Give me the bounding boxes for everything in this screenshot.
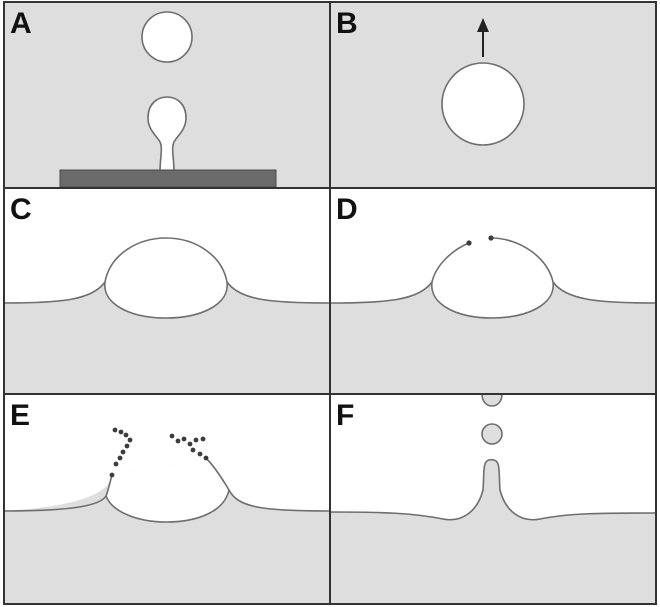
air-region: [4, 394, 329, 511]
panel-label-e: E: [10, 399, 30, 432]
liquid-surface-left: [3, 474, 113, 512]
droplet: [123, 432, 129, 438]
droplet: [181, 436, 187, 442]
substrate-plate: [59, 169, 277, 188]
panel-label-c: C: [10, 193, 32, 226]
liquid-surface-left: [330, 242, 470, 304]
droplet: [193, 437, 199, 443]
bubble-cap: [431, 238, 554, 318]
rupture-edge-left: [466, 240, 472, 246]
panel-label-f: F: [336, 399, 354, 432]
rupture-edge-right: [488, 235, 494, 241]
air-region: [331, 394, 656, 520]
panel-label-b: B: [336, 7, 358, 40]
forming-bubble-neck: [147, 96, 187, 173]
liquid-surface-right: [205, 457, 330, 512]
liquid-surface-jet: [330, 458, 657, 521]
air-region: [4, 188, 329, 303]
droplet: [203, 455, 209, 461]
droplet: [117, 455, 123, 461]
droplet: [169, 433, 175, 439]
detached-bubble: [141, 11, 193, 63]
cavity: [107, 458, 229, 522]
droplet: [120, 449, 126, 455]
bubble-bottom: [104, 281, 228, 319]
panel-a: A: [10, 7, 277, 188]
rising-bubble: [441, 62, 525, 146]
droplet: [118, 429, 124, 435]
droplet: [190, 447, 196, 453]
droplet: [113, 461, 119, 467]
droplet: [187, 441, 193, 447]
panel-e: E: [3, 394, 330, 523]
bubble-bottom: [431, 281, 554, 319]
bubble-cap: [104, 238, 228, 318]
figure-frame: [3, 1, 657, 605]
panel-c: C: [3, 188, 330, 319]
liquid-surface: [3, 237, 330, 304]
droplet: [127, 437, 133, 443]
droplet: [124, 443, 130, 449]
jet-drop: [481, 423, 503, 445]
film-droplets: [109, 427, 209, 478]
panel-f: F: [330, 393, 657, 521]
panel-label-a: A: [10, 7, 32, 40]
droplet: [112, 427, 118, 433]
droplet: [175, 438, 181, 444]
cavity-bottom: [105, 489, 230, 523]
panel-b: B: [336, 7, 525, 146]
jet-drop-top: [481, 393, 503, 407]
droplet: [197, 451, 203, 457]
panel-label-d: D: [336, 193, 358, 226]
droplet: [200, 436, 206, 442]
air-region: [331, 188, 656, 303]
droplet: [109, 472, 115, 478]
rise-arrow-head: [477, 18, 489, 32]
panel-d: D: [330, 188, 657, 319]
